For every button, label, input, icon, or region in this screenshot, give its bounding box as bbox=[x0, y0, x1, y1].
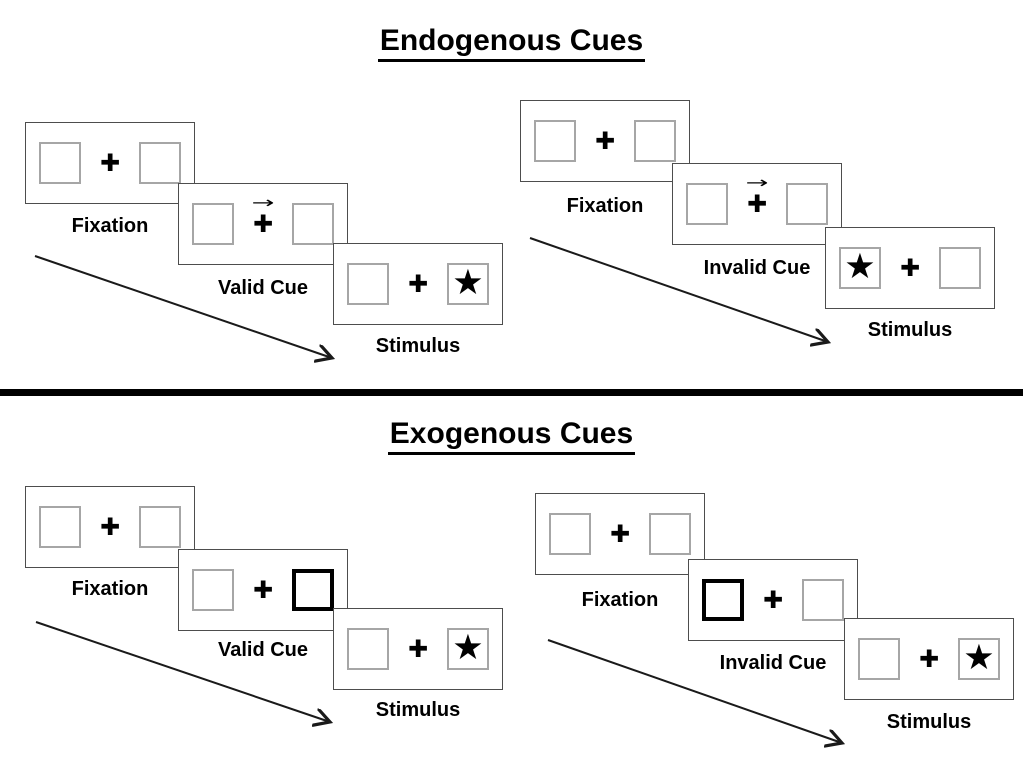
section-divider bbox=[0, 389, 1023, 396]
left-placeholder-box bbox=[534, 120, 576, 162]
panel-label: Valid Cue bbox=[217, 639, 309, 661]
endogenous-section-title: Endogenous Cues bbox=[0, 24, 1023, 62]
cue-panel: ✚ bbox=[178, 549, 348, 631]
central-marker: ✚ bbox=[916, 619, 942, 699]
highlighted-cue-box bbox=[292, 569, 334, 611]
left-placeholder-box bbox=[192, 203, 234, 245]
sequence-arrow bbox=[35, 621, 341, 732]
cue-panel: → ✚ bbox=[672, 163, 842, 245]
fixation-cross-icon: ✚ bbox=[252, 576, 274, 604]
right-placeholder-box bbox=[649, 513, 691, 555]
stimulus-panel: ✚ ★ bbox=[333, 243, 503, 325]
fixation-cross-icon: ✚ bbox=[609, 520, 631, 548]
fixation-panel: ✚ bbox=[25, 122, 195, 204]
panel-label: Stimulus bbox=[867, 319, 953, 341]
cue-panel: → ✚ bbox=[178, 183, 348, 265]
fixation-cross-icon: ✚ bbox=[252, 210, 274, 238]
fixation-cross-icon: ✚ bbox=[99, 149, 121, 177]
fixation-cross-icon: ✚ bbox=[918, 645, 940, 673]
fixation-cross-icon: ✚ bbox=[99, 513, 121, 541]
left-placeholder-box bbox=[192, 569, 234, 611]
exogenous-title-text: Exogenous Cues bbox=[387, 417, 636, 455]
cue-panel: ✚ bbox=[688, 559, 858, 641]
fixation-cross-icon: ✚ bbox=[594, 127, 616, 155]
panel-label: Fixation bbox=[71, 578, 149, 600]
exogenous-section-title: Exogenous Cues bbox=[0, 417, 1023, 455]
central-marker: ✚ bbox=[405, 609, 431, 689]
panel-label: Valid Cue bbox=[217, 277, 309, 299]
star-stimulus-icon: ★ bbox=[963, 637, 995, 678]
left-placeholder-box: ★ bbox=[839, 247, 881, 289]
central-marker: ✚ bbox=[405, 244, 431, 324]
stimulus-panel: ★ ✚ bbox=[825, 227, 995, 309]
panel-label: Fixation bbox=[581, 589, 659, 611]
central-marker: ✚ bbox=[897, 228, 923, 308]
central-marker: ✚ bbox=[592, 101, 618, 181]
panel-label: Stimulus bbox=[375, 335, 461, 357]
central-marker: ✚ bbox=[250, 550, 276, 630]
central-marker: ✚ bbox=[607, 494, 633, 574]
left-placeholder-box bbox=[347, 628, 389, 670]
fixation-cross-icon: ✚ bbox=[762, 586, 784, 614]
right-placeholder-box: ★ bbox=[447, 263, 489, 305]
cue-arrow-icon: → bbox=[251, 193, 275, 212]
right-placeholder-box: ★ bbox=[958, 638, 1000, 680]
left-placeholder-box bbox=[39, 142, 81, 184]
left-placeholder-box bbox=[686, 183, 728, 225]
right-placeholder-box bbox=[786, 183, 828, 225]
stimulus-panel: ✚ ★ bbox=[844, 618, 1014, 700]
cue-arrow-icon: → bbox=[745, 173, 769, 192]
fixation-cross-icon: ✚ bbox=[746, 190, 768, 218]
central-marker: → ✚ bbox=[250, 184, 276, 264]
fixation-cross-icon: ✚ bbox=[899, 254, 921, 282]
fixation-panel: ✚ bbox=[25, 486, 195, 568]
central-marker: → ✚ bbox=[744, 164, 770, 244]
sequence-arrow bbox=[547, 639, 853, 755]
right-placeholder-box bbox=[292, 203, 334, 245]
central-marker: ✚ bbox=[97, 123, 123, 203]
panel-label: Invalid Cue bbox=[719, 652, 827, 674]
fixation-panel: ✚ bbox=[535, 493, 705, 575]
right-placeholder-box bbox=[139, 506, 181, 548]
right-placeholder-box: ★ bbox=[447, 628, 489, 670]
panel-label: Stimulus bbox=[886, 711, 972, 733]
star-stimulus-icon: ★ bbox=[452, 627, 484, 668]
panel-label: Fixation bbox=[71, 215, 149, 237]
panel-label: Fixation bbox=[566, 195, 644, 217]
star-stimulus-icon: ★ bbox=[844, 246, 876, 287]
sequence-arrow bbox=[529, 237, 840, 353]
right-placeholder-box bbox=[939, 247, 981, 289]
sequence-arrow bbox=[34, 255, 345, 371]
star-stimulus-icon: ★ bbox=[452, 262, 484, 303]
panel-label: Invalid Cue bbox=[703, 257, 811, 279]
right-placeholder-box bbox=[634, 120, 676, 162]
left-placeholder-box bbox=[858, 638, 900, 680]
right-placeholder-box bbox=[139, 142, 181, 184]
right-placeholder-box bbox=[802, 579, 844, 621]
fixation-cross-icon: ✚ bbox=[407, 270, 429, 298]
panel-label: Stimulus bbox=[375, 699, 461, 721]
stimulus-panel: ✚ ★ bbox=[333, 608, 503, 690]
fixation-panel: ✚ bbox=[520, 100, 690, 182]
left-placeholder-box bbox=[39, 506, 81, 548]
endogenous-title-text: Endogenous Cues bbox=[377, 24, 646, 62]
central-marker: ✚ bbox=[97, 487, 123, 567]
left-placeholder-box bbox=[347, 263, 389, 305]
left-placeholder-box bbox=[549, 513, 591, 555]
central-marker: ✚ bbox=[760, 560, 786, 640]
fixation-cross-icon: ✚ bbox=[407, 635, 429, 663]
highlighted-cue-box bbox=[702, 579, 744, 621]
